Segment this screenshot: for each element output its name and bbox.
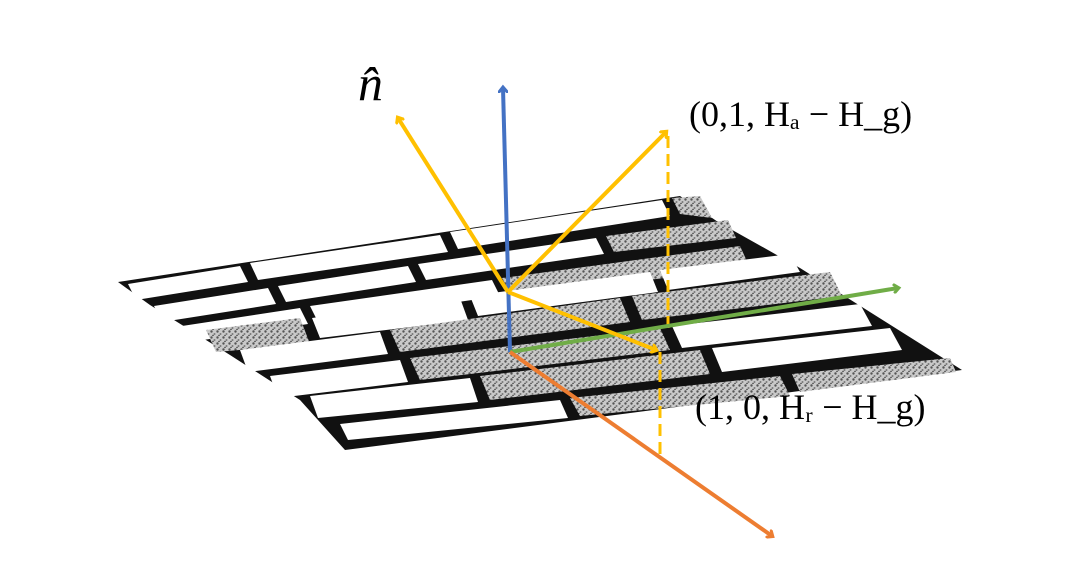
brick-mossy bbox=[480, 350, 710, 400]
brick bbox=[418, 238, 604, 280]
brick bbox=[128, 266, 248, 300]
normal-label: n̂ bbox=[358, 55, 383, 111]
brick bbox=[312, 298, 468, 338]
brick bbox=[154, 288, 276, 322]
brick bbox=[250, 235, 448, 280]
brick-mossy bbox=[606, 220, 736, 252]
normal-vector-arrow bbox=[398, 118, 510, 294]
brick bbox=[340, 400, 568, 440]
brick bbox=[470, 272, 658, 316]
brick bbox=[310, 280, 500, 322]
brick-mossy bbox=[792, 358, 956, 392]
brick bbox=[270, 360, 408, 398]
tangent-vector-a-arrow bbox=[506, 132, 666, 294]
vector-a-label: (0,1, Hₐ − H_g) bbox=[689, 94, 913, 134]
green-axis-arrow bbox=[509, 288, 898, 354]
vector-r-label: (1, 0, Hᵣ − H_g) bbox=[695, 387, 926, 427]
brick-plane bbox=[118, 196, 962, 450]
brick-mossy bbox=[632, 272, 842, 320]
brick bbox=[672, 304, 872, 348]
brick-mossy bbox=[410, 328, 670, 380]
brick-mossy bbox=[672, 196, 712, 218]
brick bbox=[660, 254, 800, 290]
tangent-vector-r-arrow bbox=[507, 290, 656, 350]
brick-mossy bbox=[570, 376, 790, 416]
brick bbox=[240, 332, 388, 372]
brick bbox=[278, 266, 416, 302]
blue-axis-arrow bbox=[503, 88, 512, 353]
brick-mossy bbox=[206, 318, 310, 352]
brick bbox=[310, 378, 478, 418]
brick bbox=[712, 328, 902, 372]
orange-axis-arrow bbox=[508, 350, 772, 536]
